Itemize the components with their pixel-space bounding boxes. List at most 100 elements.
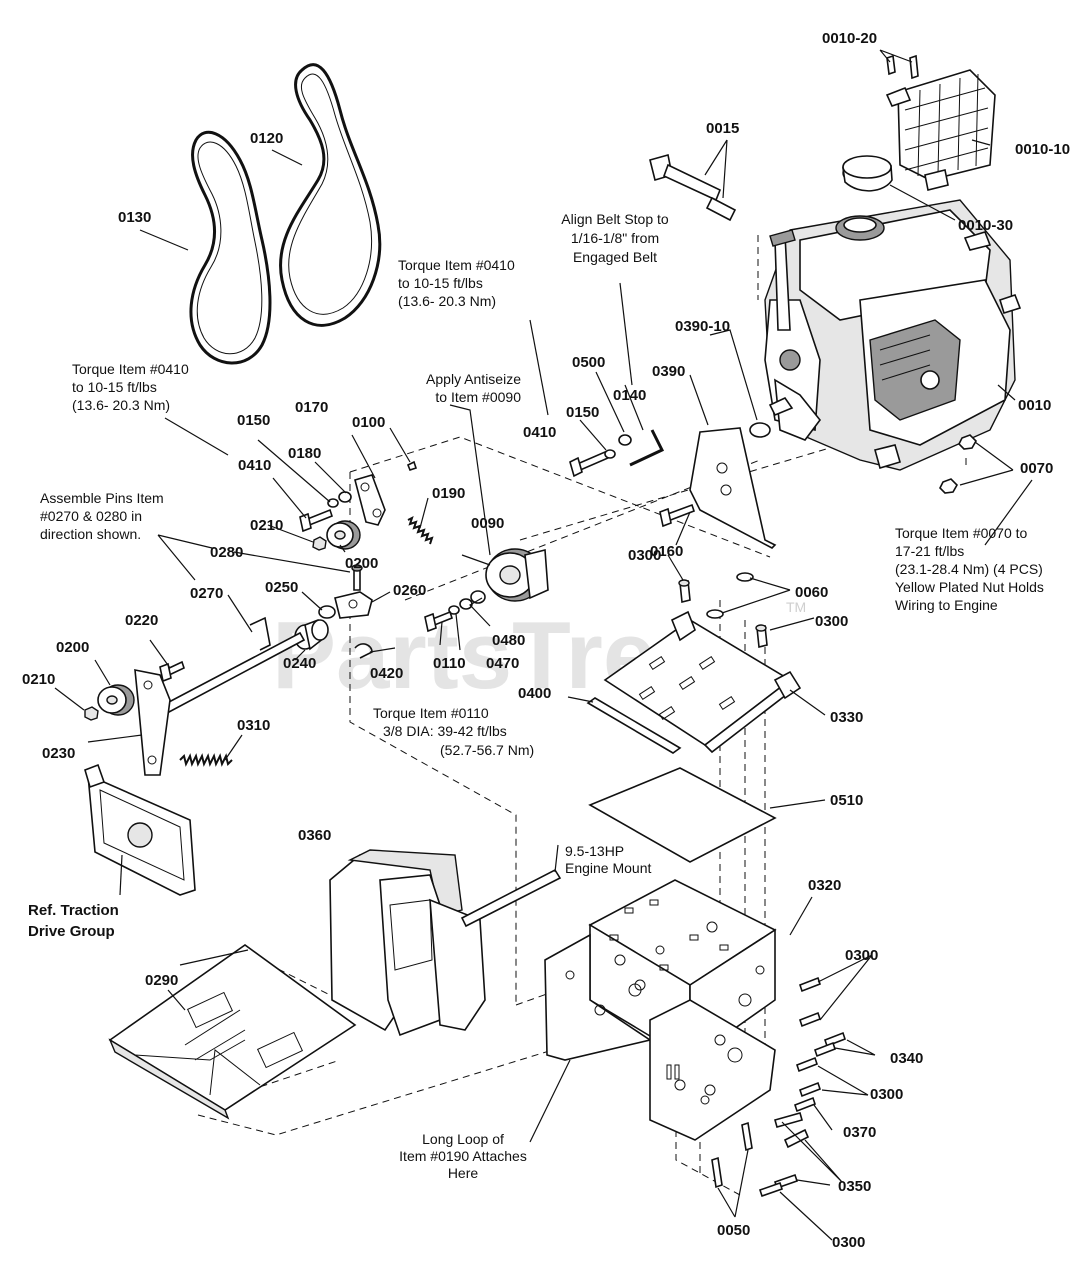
washer-0150-right (604, 449, 616, 459)
label-0010: 0010 (1018, 397, 1051, 414)
svg-text:Here: Here (448, 1165, 479, 1181)
note-torque-0410-left: Torque Item #0410 to 10-15 ft/lbs (13.6-… (72, 361, 189, 413)
label-0390: 0390 (652, 363, 685, 380)
label-0470: 0470 (486, 655, 519, 672)
label-0510: 0510 (830, 792, 863, 809)
note-belt-stop: Align Belt Stop to 1/16-1/8" from Engage… (561, 211, 669, 265)
svg-text:to 10-15 ft/lbs: to 10-15 ft/lbs (72, 379, 157, 395)
frame-bolts (711, 976, 846, 1198)
muffler-guard-0010-10 (885, 69, 996, 191)
label-0240: 0240 (283, 655, 316, 672)
svg-text:Apply Antiseize: Apply Antiseize (426, 371, 521, 387)
washer-0470 (448, 605, 460, 615)
label-0300-r2: 0300 (870, 1086, 903, 1103)
label-0100: 0100 (352, 414, 385, 431)
label-0250: 0250 (265, 579, 298, 596)
note-torque-0110: Torque Item #0110 3/8 DIA: 39-42 ft/lbs … (373, 705, 534, 758)
idler-pulley-0200-left (97, 684, 135, 716)
belt-0120 (279, 63, 382, 327)
label-0130: 0130 (118, 209, 151, 226)
label-0410-left: 0410 (238, 457, 271, 474)
washer-0480a (470, 590, 486, 604)
label-0300-bottom: 0300 (832, 1234, 865, 1251)
label-0360: 0360 (298, 827, 331, 844)
bolts-0300-top (678, 579, 768, 648)
label-0200-top: 0200 (345, 555, 378, 572)
svg-text:Engaged Belt: Engaged Belt (573, 249, 657, 265)
traction-drive-plate (84, 763, 196, 896)
label-0330: 0330 (830, 709, 863, 726)
bracket-0260 (334, 591, 373, 619)
label-0340: 0340 (890, 1050, 923, 1067)
label-0180: 0180 (288, 445, 321, 462)
label-0090: 0090 (471, 515, 504, 532)
label-0260: 0260 (393, 582, 426, 599)
bolt-0220 (159, 660, 185, 683)
nut-0210-top (312, 536, 327, 551)
label-0270: 0270 (190, 585, 223, 602)
svg-text:9.5-13HP: 9.5-13HP (565, 843, 624, 859)
svg-text:(13.6- 20.3 Nm): (13.6- 20.3 Nm) (72, 397, 170, 413)
svg-text:Drive Group: Drive Group (28, 923, 115, 940)
note-torque-0070: Torque Item #0070 to 17-21 ft/lbs (23.1-… (895, 525, 1044, 613)
engine-0010 (764, 199, 1022, 471)
washers-0060 (706, 572, 754, 619)
label-0010-20: 0010-20 (822, 30, 877, 47)
svg-text:direction shown.: direction shown. (40, 526, 141, 542)
part-number-labels: 0010-20 0010-10 0010-30 0010 0015 0130 0… (22, 30, 1070, 1251)
pulley-0090 (485, 548, 549, 602)
note-engine-mount: 9.5-13HP Engine Mount (565, 843, 652, 876)
spring-0310 (179, 753, 233, 767)
note-assemble-pins: Assemble Pins Item #0270 & 0280 in direc… (40, 490, 164, 542)
svg-text:Align Belt Stop to: Align Belt Stop to (561, 211, 669, 227)
svg-text:17-21 ft/lbs: 17-21 ft/lbs (895, 543, 964, 559)
washer-0250 (318, 605, 336, 619)
label-0350: 0350 (838, 1178, 871, 1195)
washer-0500 (618, 434, 632, 446)
label-0150-left: 0150 (237, 412, 270, 429)
svg-text:Engine Mount: Engine Mount (565, 860, 652, 876)
svg-text:Assemble Pins Item: Assemble Pins Item (40, 490, 164, 506)
label-0010-30: 0010-30 (958, 217, 1013, 234)
label-0070: 0070 (1020, 460, 1053, 477)
label-0120: 0120 (250, 130, 283, 147)
label-0480: 0480 (492, 632, 525, 649)
label-0230: 0230 (42, 745, 75, 762)
screws-0010-20 (886, 54, 919, 80)
label-0300-top: 0300 (628, 547, 661, 564)
bolt-0110 (424, 610, 453, 633)
label-0320: 0320 (808, 877, 841, 894)
svg-text:3/8 DIA: 39-42 ft/lbs: 3/8 DIA: 39-42 ft/lbs (383, 723, 507, 739)
label-0410-right: 0410 (523, 424, 556, 441)
label-0170: 0170 (295, 399, 328, 416)
svg-text:(13.6- 20.3 Nm): (13.6- 20.3 Nm) (398, 293, 496, 309)
belt-stop-0400 (586, 697, 682, 754)
svg-text:1/16-1/8" from: 1/16-1/8" from (571, 230, 659, 246)
svg-text:Torque Item #0070 to: Torque Item #0070 to (895, 525, 1028, 541)
spring-0190 (407, 516, 434, 545)
svg-text:#0270 & 0280 in: #0270 & 0280 in (40, 508, 142, 524)
label-0300-mid: 0300 (815, 613, 848, 630)
label-0210-top: 0210 (250, 517, 283, 534)
nuts-0070 (939, 434, 977, 494)
label-0140: 0140 (613, 387, 646, 404)
leader-lines (54, 49, 1033, 1241)
nut-0210-left (84, 706, 99, 721)
washer-0150-left (327, 498, 339, 508)
belt-guard-0390 (689, 427, 777, 549)
shim-0510 (588, 767, 777, 863)
shroud-0360 (329, 849, 562, 1037)
ref-traction-drive: Ref. Traction Drive Group (28, 902, 119, 940)
label-0390-10: 0390-10 (675, 318, 730, 335)
label-0310: 0310 (237, 717, 270, 734)
pin-0280 (351, 564, 363, 591)
svg-text:(52.7-56.7 Nm): (52.7-56.7 Nm) (440, 742, 534, 758)
label-0060: 0060 (795, 584, 828, 601)
label-0420: 0420 (370, 665, 403, 682)
note-torque-0410-right: Torque Item #0410 to 10-15 ft/lbs (13.6-… (398, 257, 515, 309)
bolt-0410-right (569, 450, 610, 478)
label-0050: 0050 (717, 1222, 750, 1239)
primer-0015 (649, 153, 737, 222)
svg-text:to 10-15 ft/lbs: to 10-15 ft/lbs (398, 275, 483, 291)
label-0190: 0190 (432, 485, 465, 502)
